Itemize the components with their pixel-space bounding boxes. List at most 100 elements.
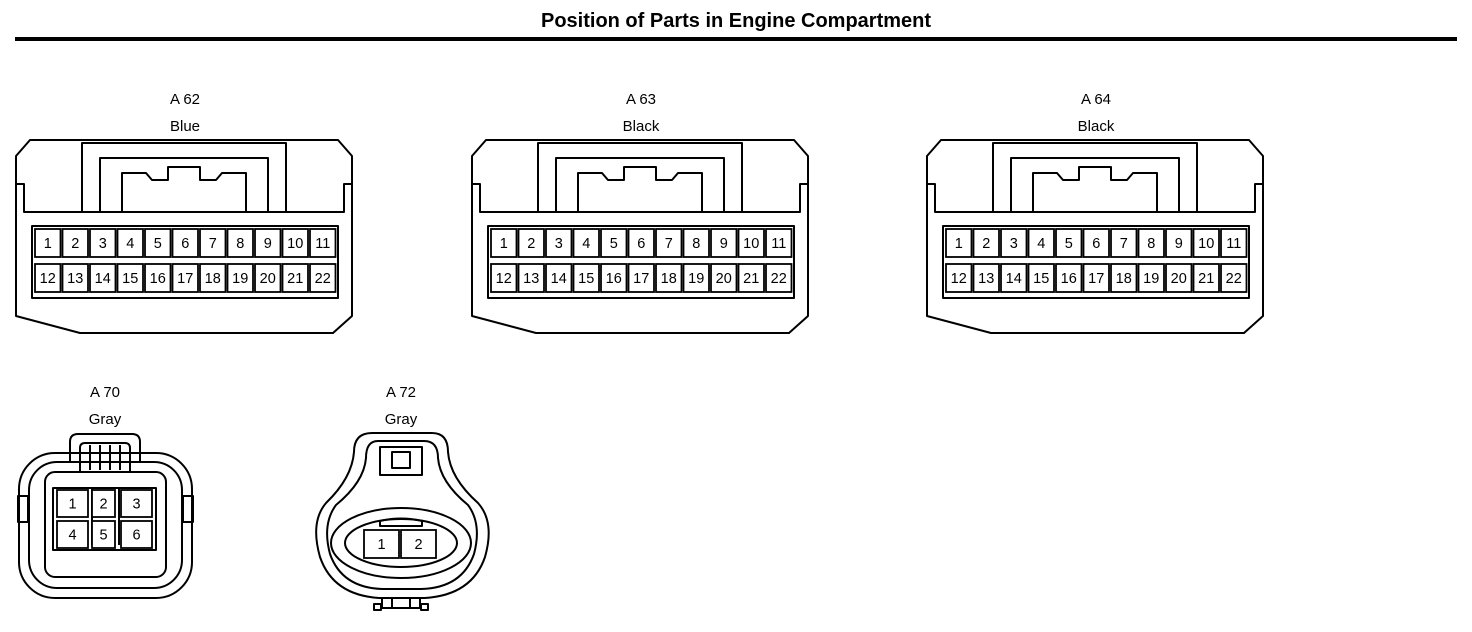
- connector-a64-pin-cell: 20: [1165, 263, 1193, 293]
- pin-number: 1: [500, 236, 508, 252]
- connector-a70-housing: [17, 433, 194, 599]
- pin-number: 9: [720, 236, 728, 252]
- connector-a72-color: Gray: [385, 411, 418, 428]
- connector-a64-pin-cell: 14: [1000, 263, 1028, 293]
- pin-box: [226, 263, 254, 293]
- connector-a62-pin-cell: 13: [61, 263, 89, 293]
- connector-a62-pin-cell: 22: [309, 263, 337, 293]
- pin-number: 11: [771, 236, 786, 252]
- pin-number: 10: [743, 236, 759, 252]
- connector-a63-pin-cell: 17: [627, 263, 655, 293]
- pin-box: [682, 263, 710, 293]
- pin-box: [490, 263, 518, 293]
- connector-a62-pin-cell: 1: [34, 228, 62, 258]
- pin-box: [61, 228, 89, 258]
- connector-a63-pin-cell: 14: [545, 263, 573, 293]
- connector-a62-pin-cell: 14: [89, 263, 117, 293]
- connector-a70-pin-cell: 2: [91, 489, 116, 518]
- pin-number: 2: [414, 537, 422, 553]
- pin-box: [1027, 263, 1055, 293]
- connector-a72-pin-cell: 2: [400, 529, 437, 559]
- connector-a70-pin-cell: 5: [91, 520, 116, 549]
- pin-box: [1000, 228, 1028, 258]
- pin-box: [309, 228, 337, 258]
- pin-number: 9: [1175, 236, 1183, 252]
- connector-a63-pin-cell: 18: [655, 263, 683, 293]
- pin-number: 19: [1143, 271, 1159, 287]
- pin-box: [1165, 228, 1193, 258]
- connector-a64-pin-cell: 13: [972, 263, 1000, 293]
- pin-box: [972, 228, 1000, 258]
- pin-box: [34, 263, 62, 293]
- pin-number: 15: [578, 271, 594, 287]
- connector-a63-pin-cell: 8: [682, 228, 710, 258]
- connector-a63-pin-cell: 10: [737, 228, 765, 258]
- pin-box: [1192, 228, 1220, 258]
- pin-box: [199, 228, 227, 258]
- pin-box: [400, 529, 437, 559]
- pin-number: 14: [95, 271, 111, 287]
- connector-a64-pin-cell: 4: [1027, 228, 1055, 258]
- pin-number: 18: [661, 271, 677, 287]
- pin-box: [120, 520, 153, 549]
- pin-box: [144, 263, 172, 293]
- connector-a64-pin-cell: 3: [1000, 228, 1028, 258]
- connector-a63-pin-cell: 15: [572, 263, 600, 293]
- connector-a63-pin-cell: 19: [682, 263, 710, 293]
- connector-a63-pin-cell: 7: [655, 228, 683, 258]
- connector-a63-pin-cell: 4: [572, 228, 600, 258]
- pin-box: [1110, 263, 1138, 293]
- pin-number: 3: [132, 497, 140, 513]
- pin-box: [1192, 263, 1220, 293]
- connector-a63-housing: [471, 139, 809, 334]
- pin-box: [116, 263, 144, 293]
- connector-a70-code: A 70: [90, 384, 120, 401]
- pin-box: [226, 228, 254, 258]
- pin-number: 17: [177, 271, 193, 287]
- connector-a64-pin-cell: 5: [1055, 228, 1083, 258]
- pin-number: 2: [982, 236, 990, 252]
- pin-number: 4: [126, 236, 134, 252]
- pin-box: [363, 529, 400, 559]
- pin-box: [281, 263, 309, 293]
- connector-a70-pin-cell: 4: [56, 520, 89, 549]
- connector-a63-pin-cell: 2: [517, 228, 545, 258]
- pin-number: 6: [132, 528, 140, 544]
- pin-box: [945, 263, 973, 293]
- connector-a62-pin-cell: 2: [61, 228, 89, 258]
- pin-box: [1220, 228, 1248, 258]
- connector-a62-pin-cell: 4: [116, 228, 144, 258]
- pin-box: [972, 263, 1000, 293]
- pin-number: 6: [181, 236, 189, 252]
- connector-a62-pin-cell: 16: [144, 263, 172, 293]
- connector-a62-pin-cell: 12: [34, 263, 62, 293]
- connector-a62-pin-cell: 17: [171, 263, 199, 293]
- pin-box: [600, 263, 628, 293]
- pin-number: 5: [154, 236, 162, 252]
- pin-number: 2: [71, 236, 79, 252]
- pin-number: 22: [315, 271, 331, 287]
- pin-number: 10: [1198, 236, 1214, 252]
- pin-number: 1: [68, 497, 76, 513]
- pin-box: [254, 263, 282, 293]
- connector-a63-pin-cell: 21: [737, 263, 765, 293]
- connector-a70-pin-cell: 1: [56, 489, 89, 518]
- pin-box: [627, 228, 655, 258]
- connector-a70-pin-cell: 3: [120, 489, 153, 518]
- connector-a63-pin-cell: 6: [627, 228, 655, 258]
- connector-a62-pin-cell: 20: [254, 263, 282, 293]
- connector-a64-pin-cell: 15: [1027, 263, 1055, 293]
- pin-number: 13: [978, 271, 994, 287]
- pin-box: [545, 228, 573, 258]
- pin-box: [91, 489, 116, 518]
- pin-box: [710, 263, 738, 293]
- pin-box: [199, 263, 227, 293]
- connector-a64-pin-cell: 2: [972, 228, 1000, 258]
- connector-a64-code: A 64: [1081, 91, 1111, 108]
- connector-a62-pin-cell: 15: [116, 263, 144, 293]
